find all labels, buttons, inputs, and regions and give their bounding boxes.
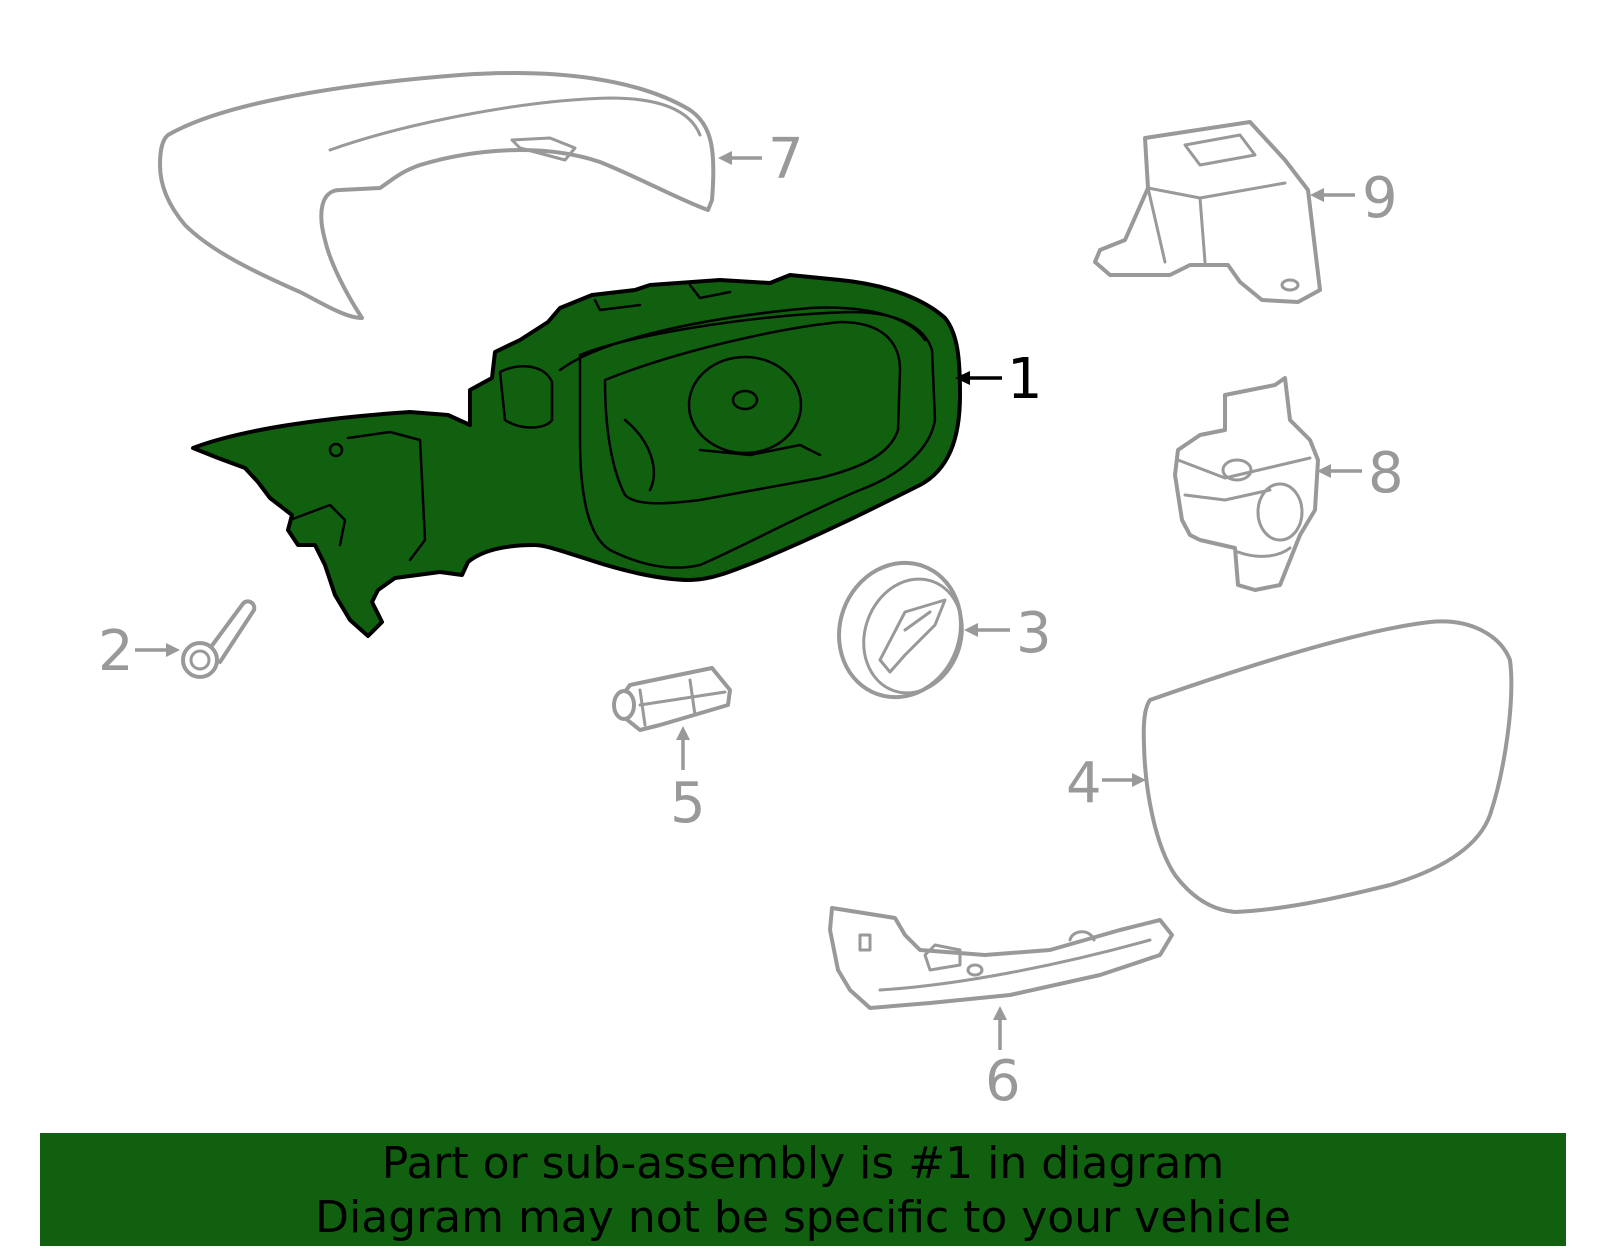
callout-number-7: 7 [768,127,804,192]
callout-number-6: 6 [985,1049,1021,1114]
mirror-cover-cap-part[interactable] [158,71,716,320]
callout-number-4: 4 [1066,751,1102,816]
mounting-bracket-part[interactable] [1093,120,1322,304]
callout-number-2: 2 [98,619,134,684]
callout-number-3: 3 [1016,601,1052,666]
banner-line-part-info: Part or sub-assembly is #1 in diagram [381,1138,1225,1189]
info-banner: Part or sub-assembly is #1 in diagram Di… [40,1133,1566,1246]
callout-8[interactable]: 8 [1317,441,1404,506]
callout-3[interactable]: 3 [964,601,1052,666]
callout-number-1: 1 [1007,347,1043,412]
banner-line-disclaimer: Diagram may not be specific to your vehi… [315,1192,1291,1243]
callout-number-5: 5 [670,771,706,836]
actuator-motor-part[interactable] [820,546,979,715]
callout-number-8: 8 [1368,441,1404,506]
callout-2[interactable]: 2 [98,619,180,684]
lamp-bulb-part[interactable] [612,666,732,732]
mirror-glass-part[interactable] [1141,619,1514,914]
callout-4[interactable]: 4 [1066,751,1146,816]
callout-1[interactable]: 1 [955,347,1043,412]
turn-signal-lamp-part[interactable] [828,906,1174,1010]
callout-7[interactable]: 7 [718,127,804,192]
camera-part[interactable] [1173,376,1320,592]
callout-6[interactable]: 6 [985,1006,1021,1114]
callout-number-9: 9 [1362,166,1398,231]
callout-9[interactable]: 9 [1310,166,1398,231]
mirror-housing-assembly-part[interactable] [191,273,962,638]
bolt-part[interactable] [181,599,257,679]
callout-5[interactable]: 5 [670,726,706,836]
parts-diagram: 1 2 3 4 5 6 7 8 [98,71,1514,1114]
